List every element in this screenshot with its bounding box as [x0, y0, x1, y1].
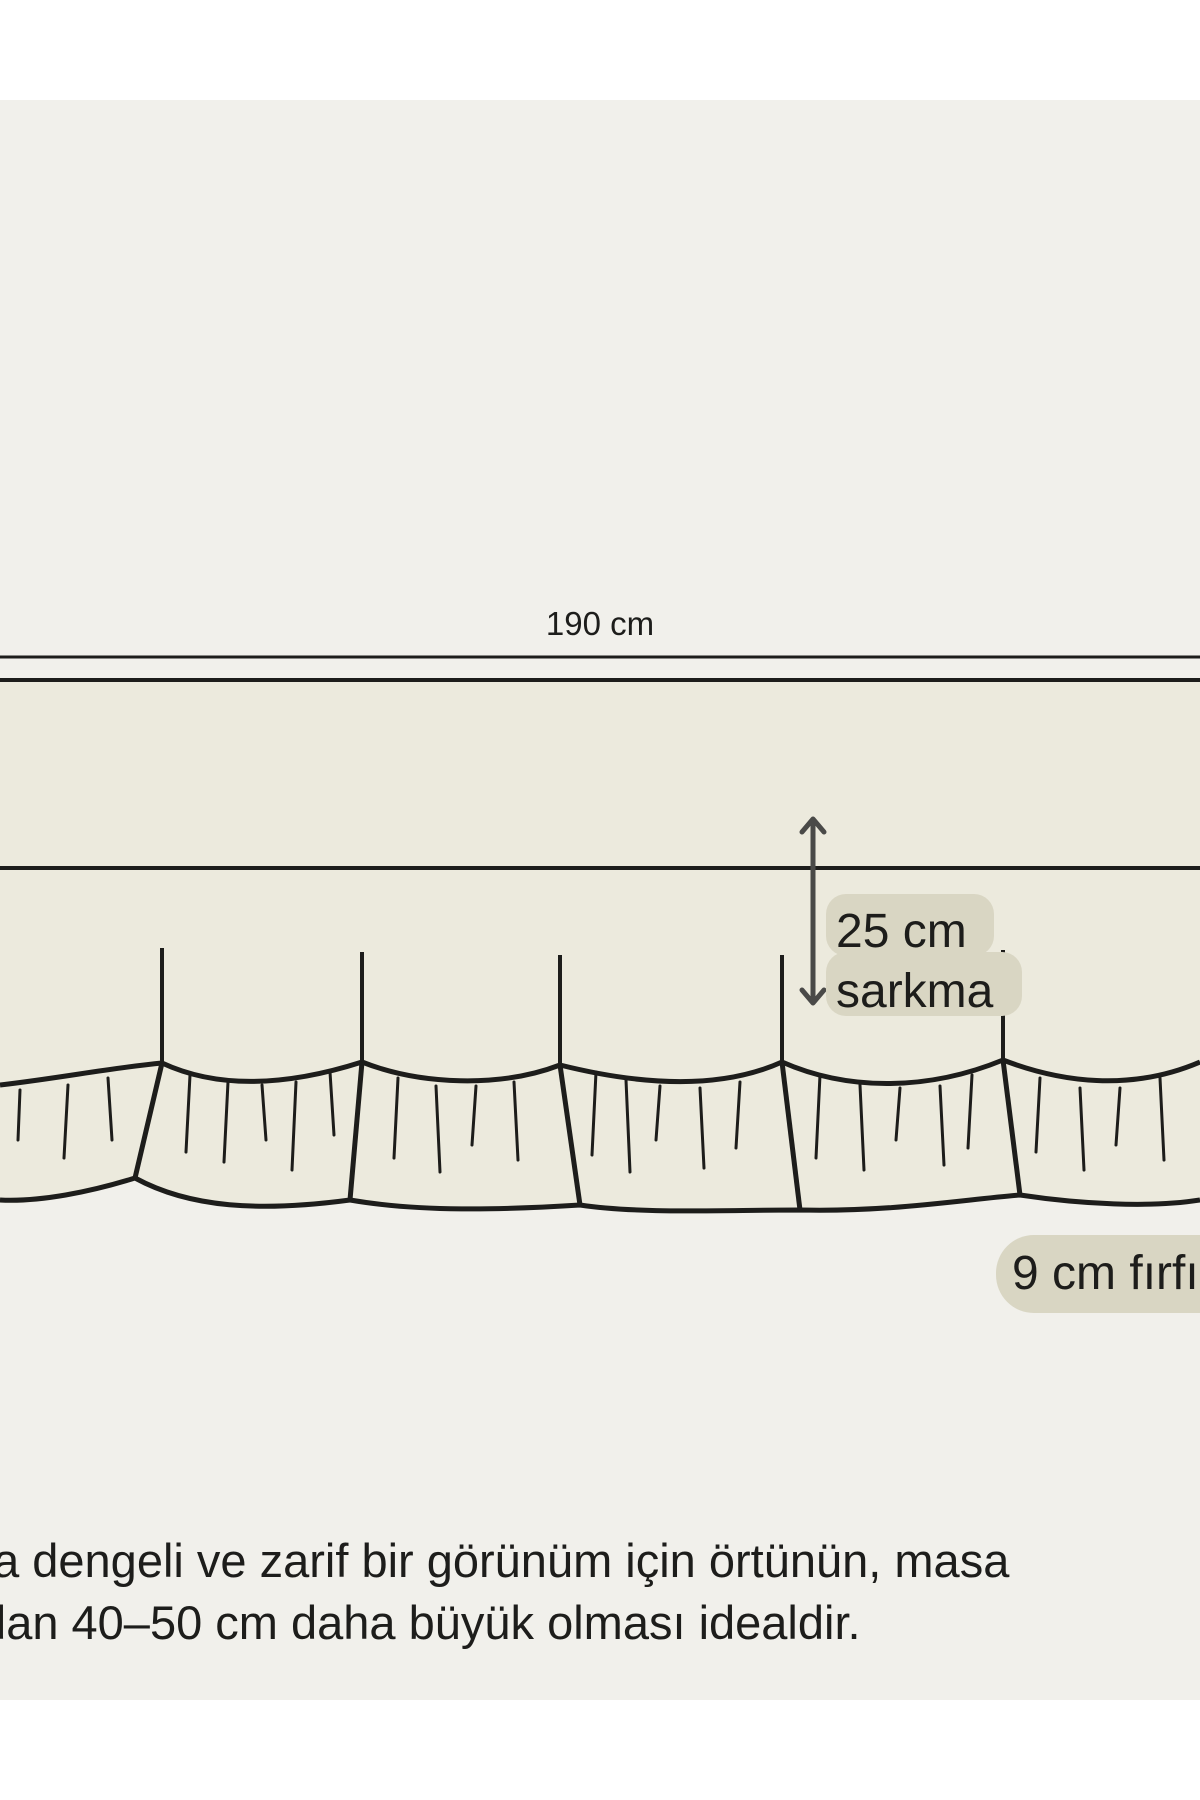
- ruffle-dividers: [132, 1059, 1023, 1211]
- drop-label-pill-lower: [826, 952, 1022, 1016]
- sizing-note-line2: boyundan 40–50 cm daha büyük olması idea…: [0, 1596, 861, 1649]
- drop-label-pill: [826, 894, 994, 956]
- width-label: 190 cm: [545, 605, 655, 642]
- drop-arrow-icon: [799, 816, 827, 1006]
- ruffle-gathers: [16, 1070, 1166, 1174]
- ruffle-label: 9 cm fırfır: [1012, 1247, 1200, 1300]
- sizing-note-line1: Masada dengeli ve zarif bir görünüm için…: [0, 1534, 1010, 1587]
- ruffle-label-pill: [996, 1235, 1200, 1313]
- drop-label-value: 25 cm: [836, 905, 967, 958]
- tablecloth-diagram: [0, 655, 1200, 1214]
- drop-label-text: sarkma: [836, 965, 994, 1018]
- table-top: [0, 680, 1200, 868]
- sizing-note: Masada dengeli ve zarif bir görünüm için…: [0, 1530, 1200, 1654]
- cloth-drop: [0, 870, 1200, 1211]
- diagram-canvas: 190 cm 25 cm sarkma 9 cm fırfır Masada d…: [0, 100, 1200, 1700]
